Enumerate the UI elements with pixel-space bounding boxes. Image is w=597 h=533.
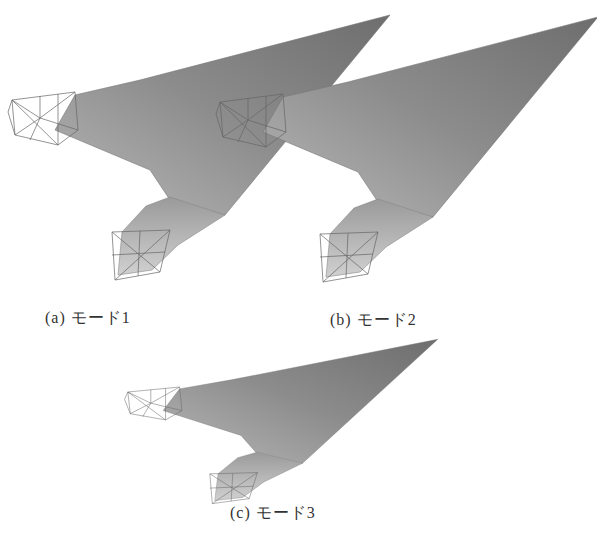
figure-caption: (b) モード2	[330, 310, 417, 331]
figure-caption: (c) モード3	[230, 503, 316, 524]
figure-caption: (a) モード1	[45, 308, 131, 329]
